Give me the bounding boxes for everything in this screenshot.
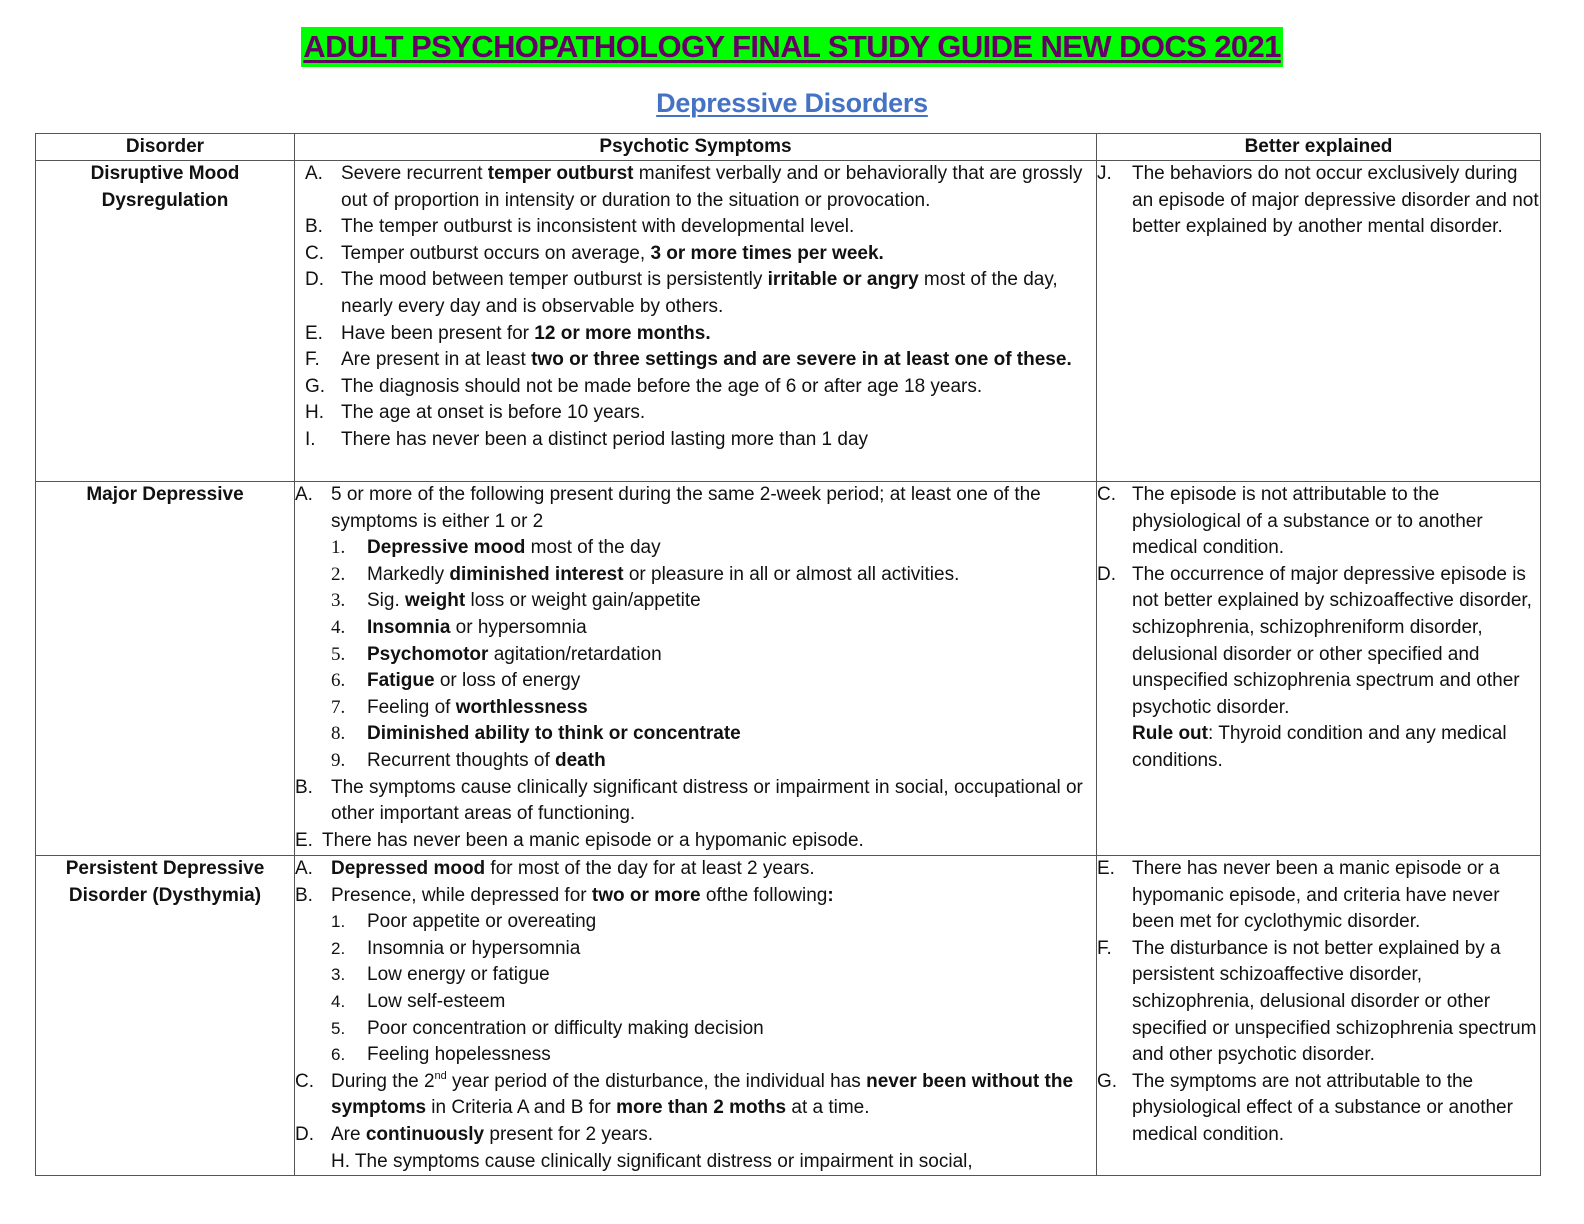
disorder-cell: Disruptive Mood Dysregulation: [35, 160, 295, 482]
criterion-e: E. Have been present for 12 or more mont…: [305, 322, 711, 344]
criterion-c: C. Temper outburst occurs on average, 3 …: [305, 242, 884, 264]
criterion-d: D. The occurrence of major depressive ep…: [1097, 563, 1532, 718]
criterion-b: B. The symptoms cause clinically signifi…: [295, 776, 1083, 825]
symptom-list-item: 7.Feeling of worthlessness: [331, 696, 588, 718]
criterion-a: A. Depressed mood for most of the day fo…: [295, 858, 815, 879]
symptom-list-item: 6.Feeling hopelessness: [331, 1044, 551, 1066]
symptom-list-item: 1.Poor appetite or overeating: [331, 911, 597, 933]
criterion-e: E. There has never been a manic episode …: [1097, 858, 1500, 933]
criterion-b: B. The temper outburst is inconsistent w…: [305, 216, 855, 238]
symptom-list-item: 3.Low energy or fatigue: [331, 964, 550, 986]
symptom-list-item: 4.Low self-esteem: [331, 990, 506, 1012]
criterion-c: C. The episode is not attributable to th…: [1097, 484, 1483, 559]
rule-out-note: Rule out: Thyroid condition and any medi…: [1132, 723, 1507, 771]
disorder-cell: Persistent Depressive Disorder (Dysthymi…: [35, 854, 295, 1177]
criterion-a: A. Severe recurrent temper outburst mani…: [305, 163, 1083, 211]
criterion-g: G. The diagnosis should not be made befo…: [305, 375, 983, 397]
table-header-row: Disorder Psychotic Symptoms Better expla…: [35, 133, 1541, 161]
disorder-name-line1: Persistent Depressive: [65, 858, 265, 879]
disorder-name-line1: Major Depressive: [86, 484, 244, 505]
criterion-f: F. Are present in at least two or three …: [305, 349, 1072, 371]
criterion-a: A. 5 or more of the following present du…: [295, 484, 1041, 532]
section-heading-depressive-disorders[interactable]: Depressive Disorders: [656, 88, 928, 118]
symptom-list-item: 6.Fatigue or loss of energy: [331, 670, 581, 692]
table-row-major-depressive: Major Depressive A. 5 or more of the fol…: [35, 481, 1541, 856]
criteria-table: Disorder Psychotic Symptoms Better expla…: [35, 133, 1541, 1177]
symptom-list-item: 9.Recurrent thoughts of death: [331, 749, 606, 771]
symptom-list-item: 4.Insomnia or hypersomnia: [331, 616, 587, 638]
symptom-list-item: 5.Psychomotor agitation/retardation: [331, 643, 662, 665]
symptom-list-item: 2.Insomnia or hypersomnia: [331, 937, 581, 959]
document-title: ADULT PSYCHOPATHOLOGY FINAL STUDY GUIDE …: [301, 27, 1283, 67]
symptom-list-item: 2.Markedly diminished interest or pleasu…: [331, 563, 960, 585]
symptoms-cell: A. 5 or more of the following present du…: [294, 481, 1097, 856]
criterion-d: D. Are continuously present for 2 years.: [295, 1123, 654, 1145]
header-better-explained: Better explained: [1096, 133, 1541, 161]
symptom-list-item: 5.Poor concentration or difficulty makin…: [331, 1017, 764, 1039]
table-row-persistent-depressive: Persistent Depressive Disorder (Dysthymi…: [35, 854, 1541, 1177]
symptom-list-item: 1.Depressive mood most of the day: [331, 537, 661, 559]
better-explained-cell: J. The behaviors do not occur exclusivel…: [1096, 160, 1541, 482]
criterion-h: H. The symptoms cause clinically signifi…: [331, 1150, 973, 1172]
symptom-list-item: 8.Diminished ability to think or concent…: [331, 723, 741, 745]
criterion-f: F. The disturbance is not better explain…: [1097, 937, 1537, 1066]
disorder-name-line2: Dysregulation: [101, 189, 229, 211]
symptoms-cell: A. Severe recurrent temper outburst mani…: [294, 160, 1097, 482]
criterion-b: B. Presence, while depressed for two or …: [295, 884, 834, 906]
symptom-list-item: 3.Sig. weight loss or weight gain/appeti…: [331, 590, 701, 612]
symptoms-cell: A. Depressed mood for most of the day fo…: [294, 854, 1097, 1177]
criterion-j: J. The behaviors do not occur exclusivel…: [1097, 163, 1539, 238]
disorder-cell: Major Depressive: [35, 481, 295, 856]
title-container: ADULT PSYCHOPATHOLOGY FINAL STUDY GUIDE …: [0, 27, 1584, 67]
criterion-e: E. There has never been a manic episode …: [295, 829, 864, 851]
criterion-h: H. The age at onset is before 10 years.: [305, 402, 646, 424]
header-disorder: Disorder: [35, 133, 295, 161]
header-psychotic-symptoms: Psychotic Symptoms: [294, 133, 1097, 161]
criterion-g: G. The symptoms are not attributable to …: [1097, 1070, 1513, 1145]
disorder-name-line2: Disorder (Dysthymia): [68, 884, 262, 906]
better-explained-cell: E. There has never been a manic episode …: [1096, 854, 1541, 1177]
section-heading-container: Depressive Disorders: [0, 86, 1584, 120]
better-explained-cell: C. The episode is not attributable to th…: [1096, 481, 1541, 856]
criterion-d: D. The mood between temper outburst is p…: [305, 269, 1058, 317]
criterion-i: I. There has never been a distinct perio…: [305, 428, 869, 450]
criterion-c: C. During the 2nd year period of the dis…: [295, 1069, 1074, 1119]
table-row-dmdd: Disruptive Mood Dysregulation A. Severe …: [35, 160, 1541, 482]
disorder-name-line1: Disruptive Mood: [90, 163, 240, 184]
